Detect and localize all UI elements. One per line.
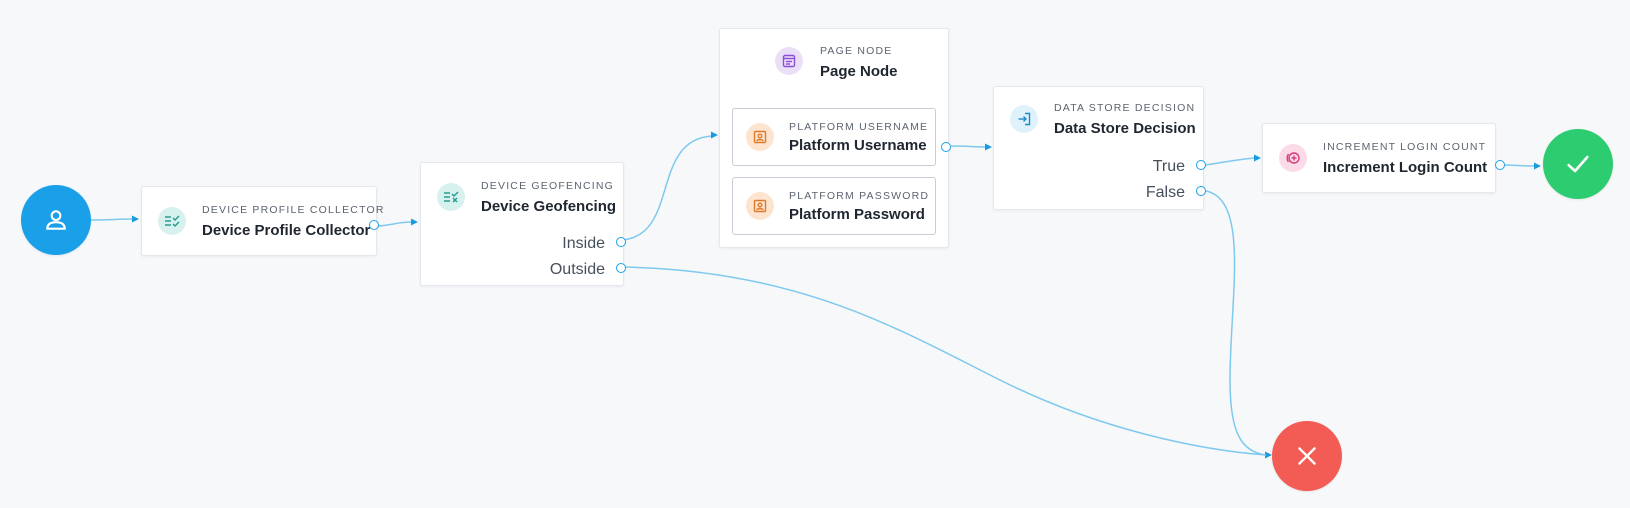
- id-card-icon: [746, 192, 774, 220]
- arrow-head: [711, 131, 718, 139]
- node-title: Platform Password: [789, 206, 925, 223]
- outcome-outside-label: Outside: [549, 261, 605, 278]
- node-type-label: DEVICE GEOFENCING: [481, 180, 614, 192]
- arrow-head: [1265, 451, 1272, 459]
- outcome-true-label: True: [1152, 158, 1185, 175]
- outcome-inside-port[interactable]: [616, 237, 626, 247]
- page-icon: [775, 47, 803, 75]
- arrow-head: [411, 218, 418, 226]
- node-type-label: INCREMENT LOGIN COUNT: [1323, 141, 1487, 153]
- arrow-head: [985, 143, 992, 151]
- output-port[interactable]: [369, 220, 379, 230]
- data-store-decision-node[interactable]: DATA STORE DECISION Data Store Decision …: [993, 86, 1206, 210]
- outcome-false-port[interactable]: [1196, 186, 1206, 196]
- node-title: Device Geofencing: [481, 198, 617, 215]
- output-port[interactable]: [1495, 160, 1505, 170]
- outcome-true-port[interactable]: [1196, 160, 1206, 170]
- platform-username-node[interactable]: PLATFORM USERNAME Platform Username: [732, 108, 936, 166]
- arrow-head: [132, 215, 139, 223]
- arrow-head: [1534, 162, 1541, 170]
- node-title: Page Node: [820, 63, 898, 80]
- link-false-to-failure[interactable]: [1205, 190, 1267, 456]
- link-outside-to-failure[interactable]: [621, 266, 1267, 456]
- outcome-false-label: False: [1145, 184, 1185, 201]
- id-card-icon: [746, 123, 774, 151]
- page-node[interactable]: PAGE NODE Page Node PLATFORM USERNAME Pl…: [719, 28, 951, 248]
- link-device-profile-to-geofencing[interactable]: [375, 221, 413, 227]
- sign-in-icon: [1010, 105, 1038, 133]
- output-port[interactable]: [941, 142, 951, 152]
- increment-login-count-node[interactable]: INCREMENT LOGIN COUNT Increment Login Co…: [1262, 123, 1505, 193]
- node-type-label: DATA STORE DECISION: [1054, 102, 1196, 114]
- node-type-label: PAGE NODE: [820, 45, 893, 57]
- outcome-inside-label: Inside: [562, 235, 605, 252]
- arrow-head: [1254, 154, 1261, 162]
- device-geofencing-node[interactable]: DEVICE GEOFENCING Device Geofencing Insi…: [420, 162, 626, 286]
- node-type-label: PLATFORM PASSWORD: [789, 190, 930, 202]
- node-title: Data Store Decision: [1054, 120, 1196, 137]
- node-type-label: DEVICE PROFILE COLLECTOR: [202, 204, 385, 216]
- device-profile-collector-node[interactable]: DEVICE PROFILE COLLECTOR Device Profile …: [141, 186, 383, 256]
- link-inside-to-page-node[interactable]: [621, 135, 713, 241]
- outcome-outside-port[interactable]: [616, 263, 626, 273]
- success-node[interactable]: [1543, 129, 1613, 199]
- link-true-to-increment[interactable]: [1205, 157, 1256, 166]
- list-check-icon: [158, 207, 186, 235]
- list-check-x-icon: [437, 183, 465, 211]
- plus-circle-icon: [1279, 144, 1307, 172]
- failure-node[interactable]: [1272, 421, 1342, 491]
- person-icon: [46, 210, 66, 230]
- start-node[interactable]: [21, 185, 91, 255]
- node-title: Platform Username: [789, 137, 927, 154]
- node-title: Device Profile Collector: [202, 222, 371, 239]
- link-start-to-device-profile[interactable]: [90, 218, 134, 221]
- x-icon: [1298, 447, 1316, 465]
- node-title: Increment Login Count: [1323, 159, 1488, 176]
- checkmark-icon: [1567, 155, 1589, 173]
- platform-password-node[interactable]: PLATFORM PASSWORD Platform Password: [732, 177, 936, 235]
- link-increment-to-success[interactable]: [1499, 164, 1536, 167]
- link-page-node-to-data-store[interactable]: [950, 145, 987, 148]
- node-type-label: PLATFORM USERNAME: [789, 121, 929, 133]
